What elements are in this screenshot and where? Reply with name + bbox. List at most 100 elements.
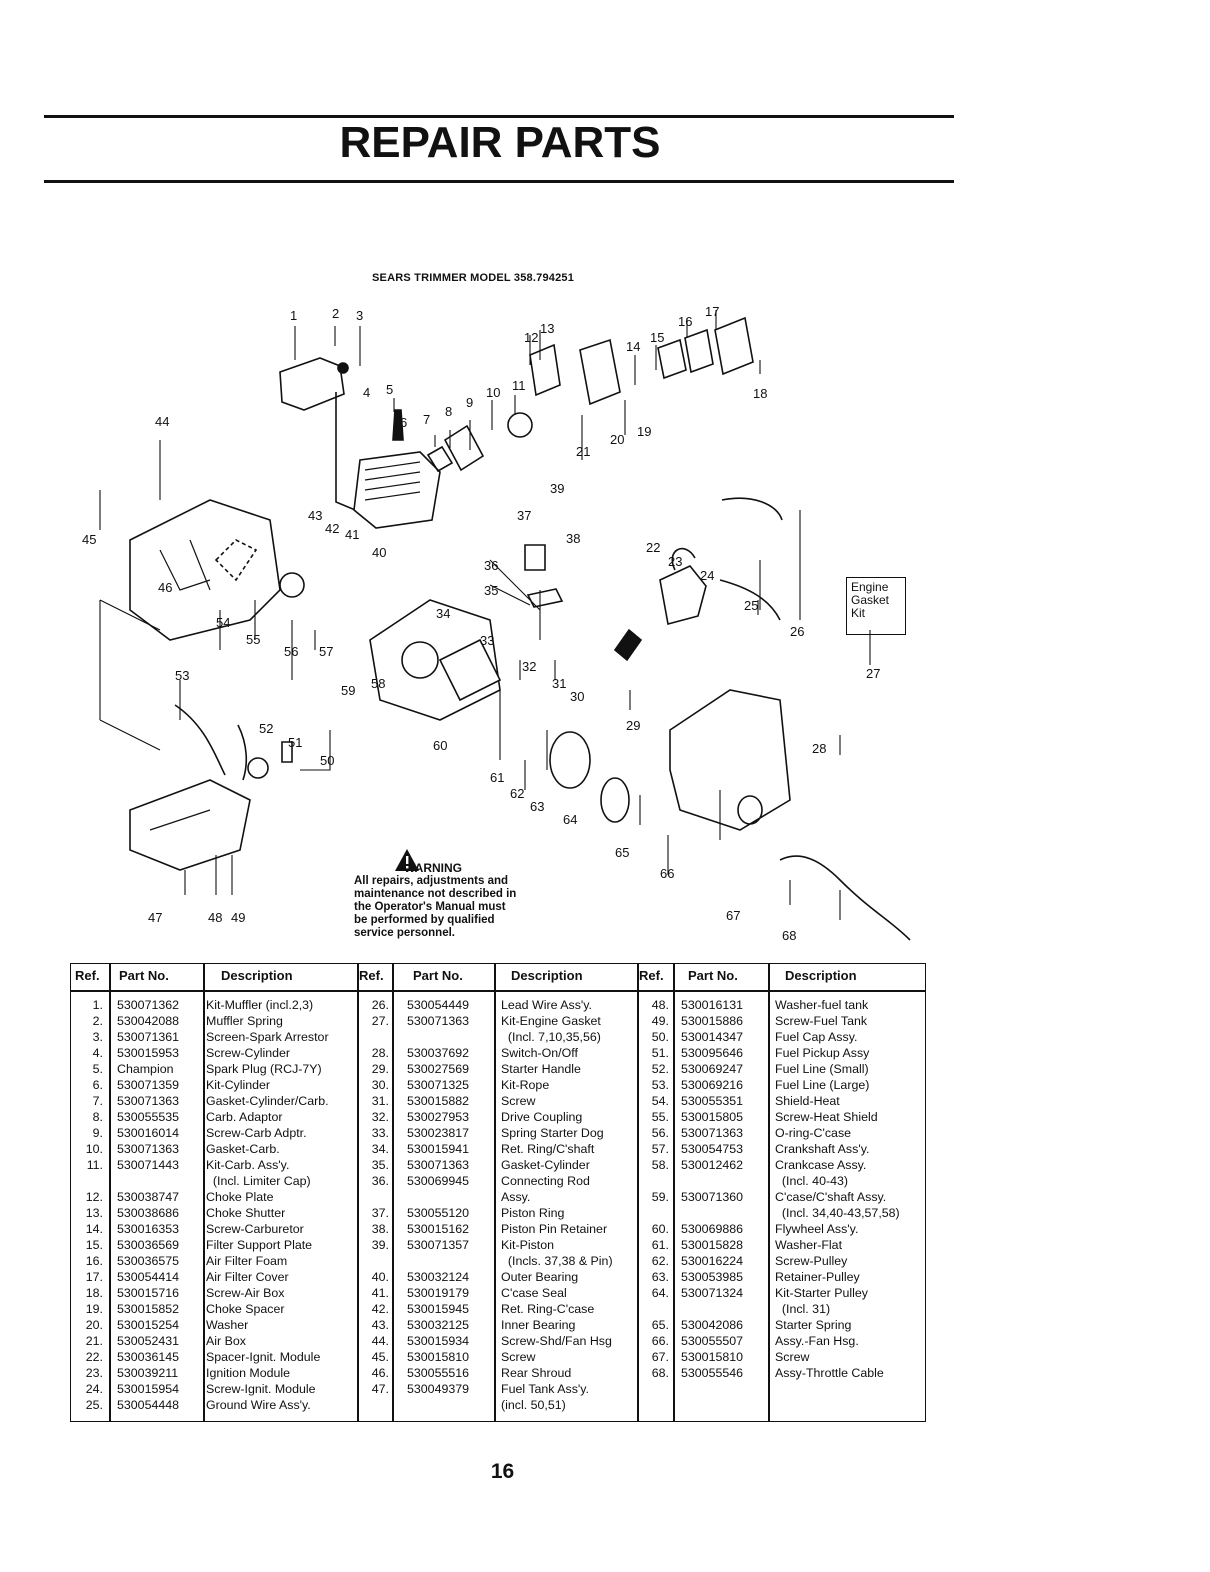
table-cell: 60. [651,1222,669,1236]
table-cell: 530015810 [407,1350,470,1364]
table-cell: 530071363 [681,1126,744,1140]
table-cell: Gasket-Cylinder [501,1158,590,1172]
table-cell: 530015934 [407,1334,470,1348]
table-cell: (Incl. Limiter Cap) [206,1174,311,1188]
table-cell: Champion [117,1062,174,1076]
table-cell: Air Box [206,1334,246,1348]
spark-plug-part [392,409,404,441]
throttle-cable-part [779,855,911,941]
table-cell: Fuel Pickup Assy [775,1046,870,1060]
table-cell: 530032124 [407,1270,470,1284]
table-cell: Inner Bearing [501,1318,576,1332]
table-cell: 530071357 [407,1238,470,1252]
table-cell: Kit-Muffler (incl.2,3) [206,998,314,1012]
callout-label: 3 [356,308,363,323]
table-cell: 2. [92,1014,103,1028]
callout-label: 43 [308,508,322,523]
table-cell: Kit-Cylinder [206,1078,271,1092]
table-cell: 18. [85,1286,103,1300]
table-cell: 530015254 [117,1318,180,1332]
table-cell: 48. [651,998,669,1012]
table-cell: Kit-Rope [501,1078,550,1092]
callout-label: 24 [700,568,714,583]
table-cell: Spring Starter Dog [501,1126,604,1140]
table-cell: C'case Seal [501,1286,567,1300]
table-cell: Screw-Pulley [775,1254,848,1268]
table-cell: 21. [85,1334,103,1348]
table-cell: Ignition Module [206,1366,291,1380]
table-cell: 62. [651,1254,669,1268]
table-cell: Ret. Ring/C'shaft [501,1142,595,1156]
callout-label: 15 [650,330,664,345]
table-cell: 530071360 [681,1190,744,1204]
table-cell: Piston Pin Retainer [501,1222,608,1236]
callout-label: 60 [433,738,447,753]
callout-label: 14 [626,339,640,354]
callout-label: 49 [231,910,245,925]
warning-triangle-icon [395,849,419,871]
table-cell: 4. [92,1046,103,1060]
table-cell: Kit-Piston [501,1238,555,1252]
warning-line: maintenance not described in [354,888,517,900]
callout-label: 5 [386,382,393,397]
table-cell: 52. [651,1062,669,1076]
table-cell: 39. [371,1238,389,1252]
table-cell: 530019179 [407,1286,470,1300]
table-cell: 530071363 [407,1158,470,1172]
callout-label: 50 [320,753,334,768]
fuel-tank-part [129,779,251,871]
table-cell [117,1173,179,1189]
callout-label: 64 [563,812,577,827]
table-cell: 530038747 [117,1190,180,1204]
table-cell [681,1205,743,1221]
fan-housing-part [669,689,791,831]
table-cell: 530015941 [407,1142,470,1156]
table-cell: 26. [371,998,389,1012]
table-cell: Screw [775,1350,810,1364]
table-cell: 530071363 [117,1094,180,1108]
table-cell: 22. [85,1350,103,1364]
table-cell: 3. [92,1030,103,1044]
table-cell: 45. [371,1350,389,1364]
fuel-line-part [174,704,226,776]
table-cell: 65. [651,1318,669,1332]
table-cell: Ret. Ring-C'case [501,1302,595,1316]
table-cell: Screw [501,1094,536,1108]
table-cell: 530071359 [117,1078,180,1092]
table-cell: 28. [371,1046,389,1060]
callout-label: 58 [371,676,385,691]
callout-label: 4 [363,385,370,400]
table-cell: 530038686 [117,1206,180,1220]
ground-wire-part [719,579,781,621]
table-cell: Washer-fuel tank [775,998,869,1012]
table-cell [407,1397,469,1413]
table-cell: Carb. Adaptor [206,1110,283,1124]
cylinder-part [353,451,441,529]
callout-label: 52 [259,721,273,736]
callout-label: 26 [790,624,804,639]
table-cell: 17. [85,1270,103,1284]
table-cell: 46. [371,1366,389,1380]
warning-line: be performed by qualified [354,914,495,926]
callout-label: 45 [82,532,96,547]
table-cell: Flywheel Ass'y. [775,1222,859,1236]
table-cell: Outer Bearing [501,1270,579,1284]
table-cell: 530071443 [117,1158,180,1172]
callout-label: 22 [646,540,660,555]
table-cell: 29. [371,1062,389,1076]
table-cell: Screw [501,1350,536,1364]
callout-label: 31 [552,676,566,691]
table-cell: 23. [85,1366,103,1380]
table-cell: Screw-Carburetor [206,1222,304,1236]
table-cell: 530049379 [407,1382,470,1396]
table-cell: Lead Wire Ass'y. [501,998,592,1012]
table-cell [357,1253,389,1269]
table-cell: 530032125 [407,1318,470,1332]
table-cell [357,1397,389,1413]
table-header-part: Part No. [119,968,169,983]
callout-label: 62 [510,786,524,801]
table-cell: 36. [371,1174,389,1188]
table-cell: 530016014 [117,1126,180,1140]
table-divider [109,964,111,1421]
